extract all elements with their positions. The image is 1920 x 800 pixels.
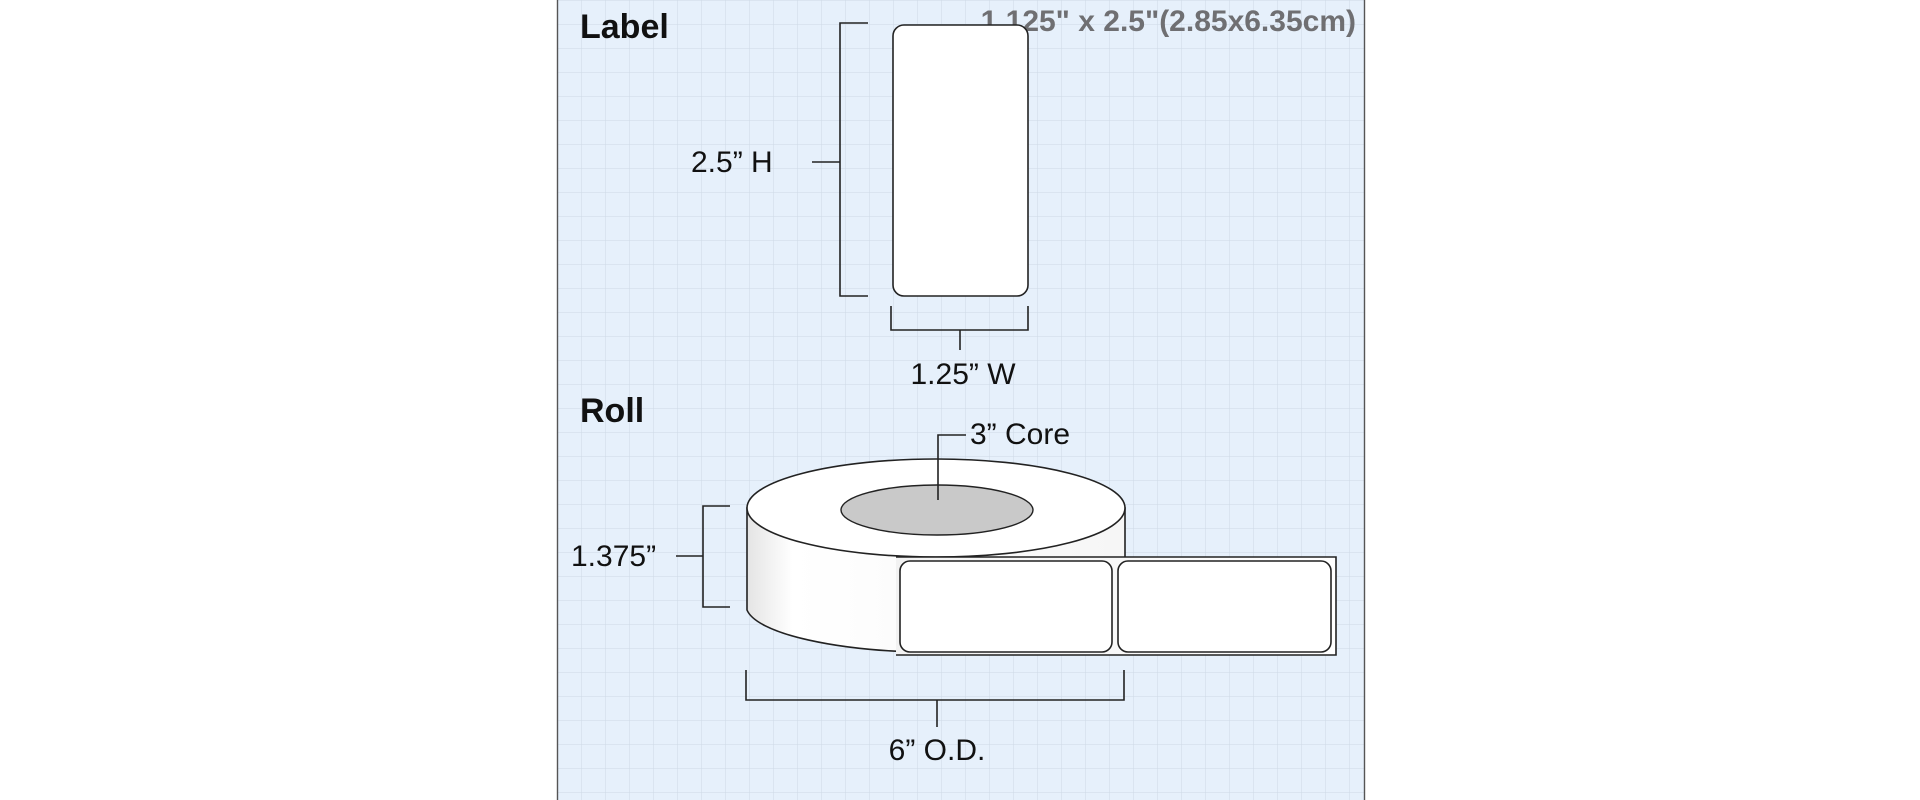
label-height-bracket	[812, 22, 868, 297]
core-leader	[937, 434, 966, 500]
roll-od-bracket	[745, 670, 1125, 727]
roll-section-heading: Roll	[580, 392, 644, 430]
label-strip	[896, 556, 1337, 656]
strip-label-2	[1117, 560, 1332, 653]
label-section-heading: Label	[580, 8, 669, 46]
roll-core	[840, 484, 1034, 536]
roll-width-bracket	[676, 505, 730, 608]
label-height-dimension: 2.5” H	[691, 146, 773, 179]
label-shape	[892, 24, 1029, 297]
strip-label-1	[899, 560, 1113, 653]
roll-core-dimension: 3” Core	[970, 418, 1070, 451]
product-size-title: 1.125" x 2.5"(2.85x6.35cm)	[981, 5, 1356, 38]
roll-od-dimension: 6” O.D.	[889, 734, 986, 767]
label-width-dimension: 1.25” W	[910, 358, 1016, 391]
label-width-bracket	[890, 306, 1029, 350]
roll-width-dimension: 1.375”	[571, 540, 656, 573]
